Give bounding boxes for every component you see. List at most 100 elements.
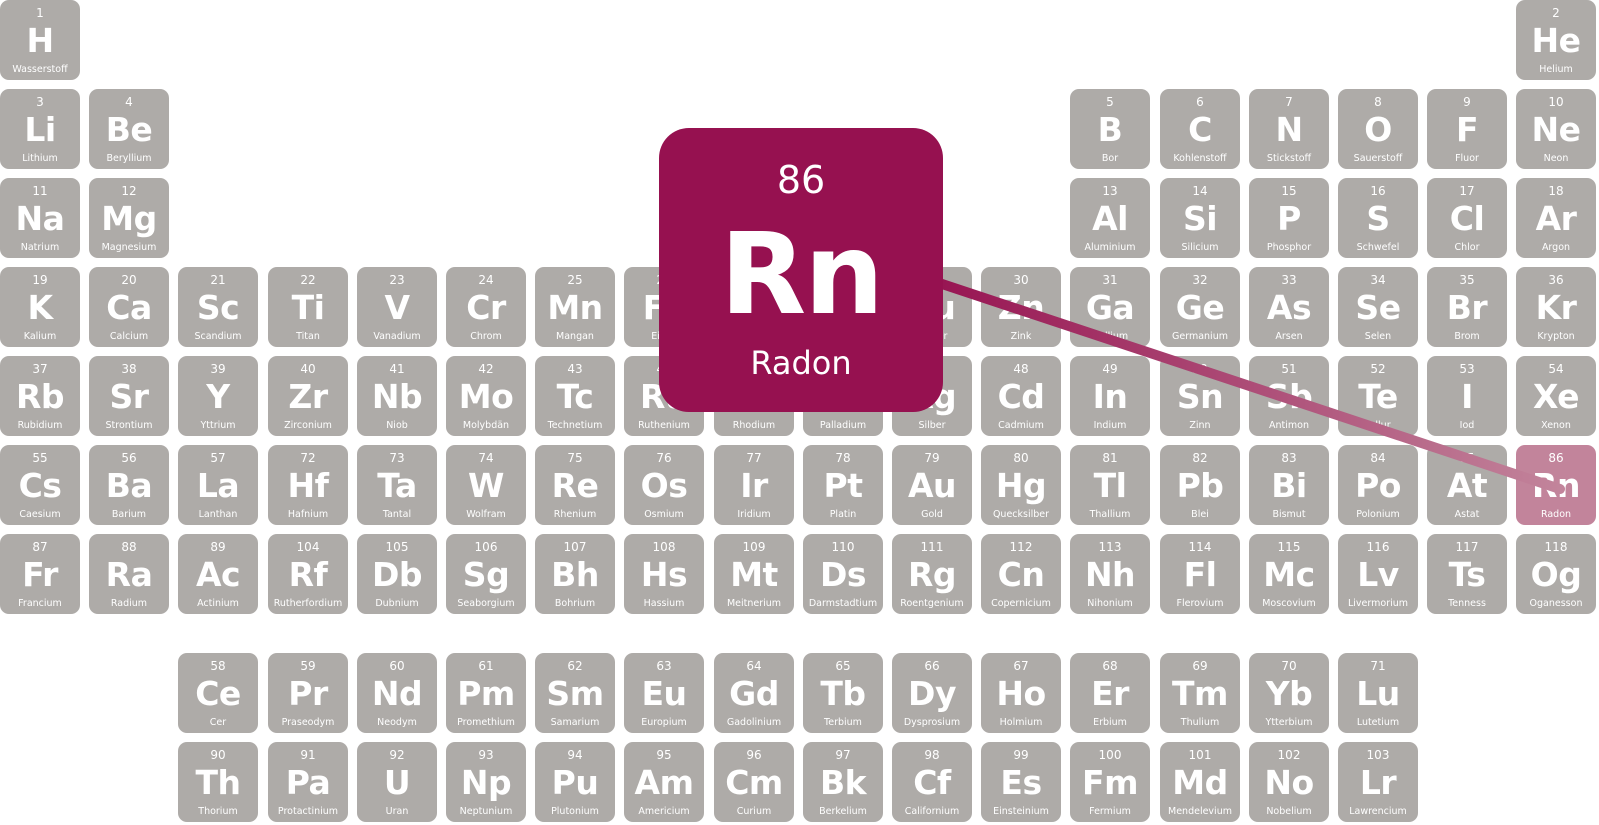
- element-cell-ts[interactable]: 117TsTenness: [1427, 534, 1507, 614]
- element-cell-te[interactable]: 52TeTellur: [1338, 356, 1418, 436]
- element-cell-lr[interactable]: 103LrLawrencium: [1338, 742, 1418, 822]
- element-cell-pa[interactable]: 91PaProtactinium: [268, 742, 348, 822]
- element-cell-eu[interactable]: 63EuEuropium: [624, 653, 704, 733]
- element-cell-sc[interactable]: 21ScScandium: [178, 267, 258, 347]
- element-cell-zn[interactable]: 30ZnZink: [981, 267, 1061, 347]
- element-cell-w[interactable]: 74WWolfram: [446, 445, 526, 525]
- element-cell-md[interactable]: 101MdMendelevium: [1160, 742, 1240, 822]
- element-cell-cn[interactable]: 112CnCopernicium: [981, 534, 1061, 614]
- element-cell-mc[interactable]: 115McMoscovium: [1249, 534, 1329, 614]
- element-cell-mt[interactable]: 109MtMeitnerium: [714, 534, 794, 614]
- element-cell-at[interactable]: 85AtAstat: [1427, 445, 1507, 525]
- element-cell-no[interactable]: 102NoNobelium: [1249, 742, 1329, 822]
- element-cell-n[interactable]: 7NStickstoff: [1249, 89, 1329, 169]
- element-cell-po[interactable]: 84PoPolonium: [1338, 445, 1418, 525]
- element-cell-v[interactable]: 23VVanadium: [357, 267, 437, 347]
- element-cell-se[interactable]: 34SeSelen: [1338, 267, 1418, 347]
- element-cell-tb[interactable]: 65TbTerbium: [803, 653, 883, 733]
- element-cell-k[interactable]: 19KKalium: [0, 267, 80, 347]
- element-cell-as[interactable]: 33AsArsen: [1249, 267, 1329, 347]
- element-cell-cm[interactable]: 96CmCurium: [714, 742, 794, 822]
- element-cell-nh[interactable]: 113NhNihonium: [1070, 534, 1150, 614]
- element-cell-es[interactable]: 99EsEinsteinium: [981, 742, 1061, 822]
- element-cell-la[interactable]: 57LaLanthan: [178, 445, 258, 525]
- element-cell-sn[interactable]: 50SnZinn: [1160, 356, 1240, 436]
- element-cell-ta[interactable]: 73TaTantal: [357, 445, 437, 525]
- element-cell-rn[interactable]: 86RnRadon: [1516, 445, 1596, 525]
- element-cell-np[interactable]: 93NpNeptunium: [446, 742, 526, 822]
- element-cell-pt[interactable]: 78PtPlatin: [803, 445, 883, 525]
- element-cell-ra[interactable]: 88RaRadium: [89, 534, 169, 614]
- element-cell-pu[interactable]: 94PuPlutonium: [535, 742, 615, 822]
- element-cell-pm[interactable]: 61PmPromethium: [446, 653, 526, 733]
- element-cell-si[interactable]: 14SiSilicium: [1160, 178, 1240, 258]
- element-cell-lu[interactable]: 71LuLutetium: [1338, 653, 1418, 733]
- element-cell-rf[interactable]: 104RfRutherfordium: [268, 534, 348, 614]
- element-cell-li[interactable]: 3LiLithium: [0, 89, 80, 169]
- element-cell-u[interactable]: 92UUran: [357, 742, 437, 822]
- element-cell-er[interactable]: 68ErErbium: [1070, 653, 1150, 733]
- element-cell-sr[interactable]: 38SrStrontium: [89, 356, 169, 436]
- element-cell-h[interactable]: 1HWasserstoff: [0, 0, 80, 80]
- element-cell-mn[interactable]: 25MnMangan: [535, 267, 615, 347]
- element-cell-db[interactable]: 105DbDubnium: [357, 534, 437, 614]
- element-cell-yb[interactable]: 70YbYtterbium: [1249, 653, 1329, 733]
- element-cell-og[interactable]: 118OgOganesson: [1516, 534, 1596, 614]
- element-cell-b[interactable]: 5BBor: [1070, 89, 1150, 169]
- element-cell-lv[interactable]: 116LvLivermorium: [1338, 534, 1418, 614]
- element-cell-sg[interactable]: 106SgSeaborgium: [446, 534, 526, 614]
- element-cell-tm[interactable]: 69TmThulium: [1160, 653, 1240, 733]
- element-cell-ba[interactable]: 56BaBarium: [89, 445, 169, 525]
- element-cell-y[interactable]: 39YYttrium: [178, 356, 258, 436]
- element-cell-zr[interactable]: 40ZrZirconium: [268, 356, 348, 436]
- element-cell-br[interactable]: 35BrBrom: [1427, 267, 1507, 347]
- element-cell-hs[interactable]: 108HsHassium: [624, 534, 704, 614]
- element-cell-os[interactable]: 76OsOsmium: [624, 445, 704, 525]
- element-cell-s[interactable]: 16SSchwefel: [1338, 178, 1418, 258]
- element-cell-cl[interactable]: 17ClChlor: [1427, 178, 1507, 258]
- element-cell-p[interactable]: 15PPhosphor: [1249, 178, 1329, 258]
- element-cell-pb[interactable]: 82PbBlei: [1160, 445, 1240, 525]
- element-cell-he[interactable]: 2HeHelium: [1516, 0, 1596, 80]
- element-cell-cd[interactable]: 48CdCadmium: [981, 356, 1061, 436]
- element-cell-fl[interactable]: 114FlFlerovium: [1160, 534, 1240, 614]
- element-cell-cf[interactable]: 98CfCalifornium: [892, 742, 972, 822]
- element-cell-th[interactable]: 90ThThorium: [178, 742, 258, 822]
- element-cell-ds[interactable]: 110DsDarmstadtium: [803, 534, 883, 614]
- element-cell-hg[interactable]: 80HgQuecksilber: [981, 445, 1061, 525]
- element-cell-au[interactable]: 79AuGold: [892, 445, 972, 525]
- element-cell-mo[interactable]: 42MoMolybdän: [446, 356, 526, 436]
- element-cell-hf[interactable]: 72HfHafnium: [268, 445, 348, 525]
- element-cell-ir[interactable]: 77IrIridium: [714, 445, 794, 525]
- element-cell-fr[interactable]: 87FrFrancium: [0, 534, 80, 614]
- element-cell-am[interactable]: 95AmAmericium: [624, 742, 704, 822]
- element-cell-bk[interactable]: 97BkBerkelium: [803, 742, 883, 822]
- element-cell-rb[interactable]: 37RbRubidium: [0, 356, 80, 436]
- element-cell-pr[interactable]: 59PrPraseodym: [268, 653, 348, 733]
- element-cell-xe[interactable]: 54XeXenon: [1516, 356, 1596, 436]
- element-cell-in[interactable]: 49InIndium: [1070, 356, 1150, 436]
- element-cell-ge[interactable]: 32GeGermanium: [1160, 267, 1240, 347]
- element-cell-ti[interactable]: 22TiTitan: [268, 267, 348, 347]
- element-cell-ar[interactable]: 18ArArgon: [1516, 178, 1596, 258]
- element-cell-ga[interactable]: 31GaGallium: [1070, 267, 1150, 347]
- element-cell-cr[interactable]: 24CrChrom: [446, 267, 526, 347]
- element-cell-ca[interactable]: 20CaCalcium: [89, 267, 169, 347]
- element-cell-c[interactable]: 6CKohlenstoff: [1160, 89, 1240, 169]
- element-cell-rg[interactable]: 111RgRoentgenium: [892, 534, 972, 614]
- element-cell-i[interactable]: 53IIod: [1427, 356, 1507, 436]
- element-cell-nd[interactable]: 60NdNeodym: [357, 653, 437, 733]
- element-cell-al[interactable]: 13AlAluminium: [1070, 178, 1150, 258]
- element-cell-re[interactable]: 75ReRhenium: [535, 445, 615, 525]
- element-cell-na[interactable]: 11NaNatrium: [0, 178, 80, 258]
- element-cell-ne[interactable]: 10NeNeon: [1516, 89, 1596, 169]
- element-cell-gd[interactable]: 64GdGadolinium: [714, 653, 794, 733]
- element-cell-mg[interactable]: 12MgMagnesium: [89, 178, 169, 258]
- element-cell-fm[interactable]: 100FmFermium: [1070, 742, 1150, 822]
- element-cell-o[interactable]: 8OSauerstoff: [1338, 89, 1418, 169]
- element-cell-ho[interactable]: 67HoHolmium: [981, 653, 1061, 733]
- element-cell-kr[interactable]: 36KrKrypton: [1516, 267, 1596, 347]
- element-cell-tc[interactable]: 43TcTechnetium: [535, 356, 615, 436]
- element-cell-be[interactable]: 4BeBeryllium: [89, 89, 169, 169]
- element-cell-dy[interactable]: 66DyDysprosium: [892, 653, 972, 733]
